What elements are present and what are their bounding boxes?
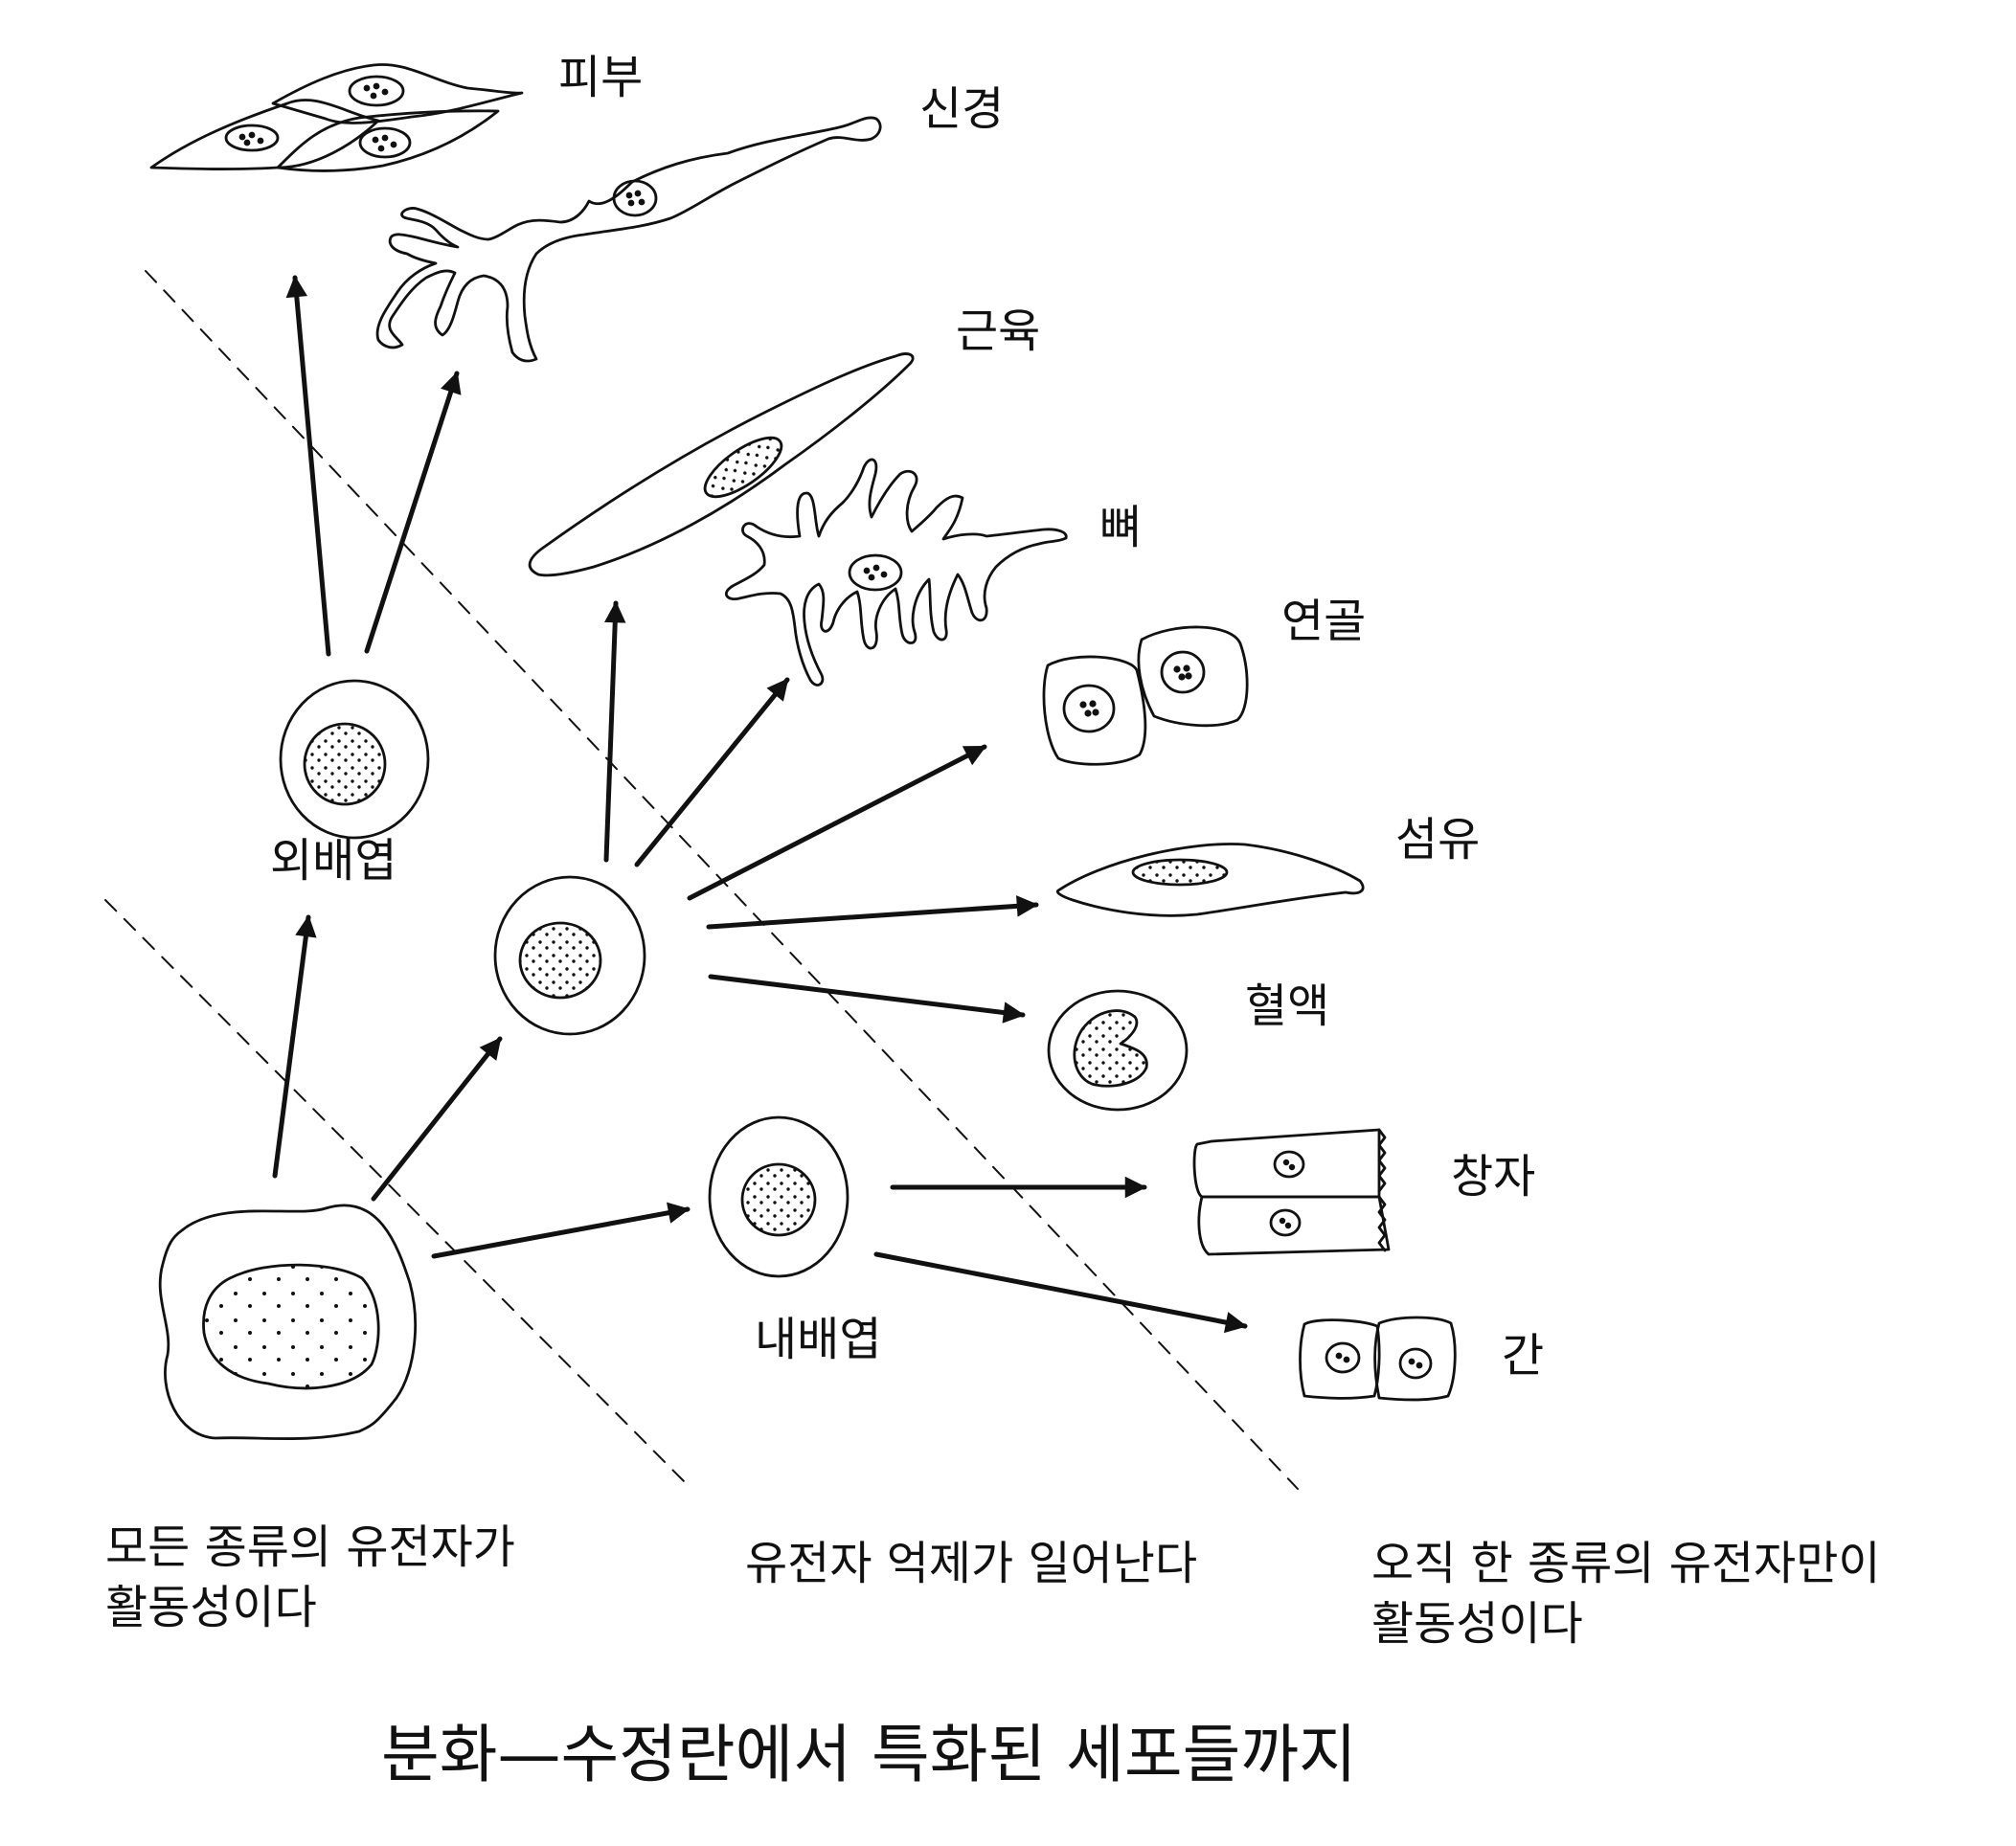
nerve-cell: [375, 116, 882, 363]
label-bone: 뼈: [1099, 501, 1143, 554]
arrow-mesoderm-to-fiber: [706, 895, 1039, 930]
caption-right-line1: 오직 한 종류의 유전자만이: [1371, 1537, 1881, 1590]
label-cartilage: 연골: [1281, 595, 1367, 648]
caption-middle: 유전자 억제가 일어난다: [745, 1537, 1198, 1590]
muscle-cell: [528, 352, 915, 577]
liver-cells: [1299, 1316, 1457, 1402]
fiber-cell: [1055, 843, 1365, 917]
label-endoderm: 내배엽: [755, 1313, 882, 1366]
label-fiber: 섬유: [1395, 813, 1481, 867]
label-blood: 혈액: [1245, 979, 1330, 1033]
bone-cell: [724, 458, 1068, 687]
caption-left-line2: 활동성이다: [105, 1581, 317, 1635]
arrow-mesoderm-to-bone: [634, 677, 790, 867]
label-muscle: 근육: [956, 304, 1041, 358]
label-ectoderm: 외배엽: [270, 834, 397, 888]
diagram-title: 분화—수정란에서 특화된 세포들까지: [381, 1718, 1357, 1791]
lower-dashed-boundary: [104, 899, 692, 1490]
arrow-zygote-to-ectoderm: [272, 914, 317, 1179]
arrow-endoderm-to-liver: [873, 1251, 1248, 1334]
arrow-mesoderm-to-blood: [708, 974, 1026, 1024]
gut-cells: [1192, 1128, 1391, 1256]
ectoderm-cell: [279, 679, 430, 840]
label-skin: 피부: [558, 51, 644, 104]
zygote-cell: [158, 1204, 417, 1441]
label-liver: 간: [1502, 1329, 1545, 1383]
arrow-zygote-to-mesoderm: [371, 1036, 503, 1202]
arrow-ectoderm-to-nerve: [364, 371, 462, 654]
caption-left-line1: 모든 종류의 유전자가: [105, 1520, 515, 1574]
arrow-zygote-to-endoderm: [431, 1202, 691, 1259]
mesoderm-cell: [493, 875, 646, 1036]
skin-cells: [149, 63, 524, 172]
endoderm-cell: [708, 1115, 849, 1278]
cartilage-cells: [1042, 625, 1249, 766]
label-gut: 창자: [1451, 1150, 1536, 1204]
caption-right: 오직 한 종류의 유전자만이 활동성이다: [1371, 1534, 1881, 1655]
arrow-mesoderm-to-cartilage: [687, 744, 987, 901]
arrow-mesoderm-to-muscle: [603, 600, 626, 863]
arrow-ectoderm-to-skin: [285, 275, 331, 657]
blood-cell: [1047, 989, 1189, 1112]
label-nerve: 신경: [919, 82, 1005, 136]
caption-right-line2: 활동성이다: [1371, 1597, 1583, 1652]
caption-left: 모든 종류의 유전자가 활동성이다: [105, 1518, 515, 1639]
